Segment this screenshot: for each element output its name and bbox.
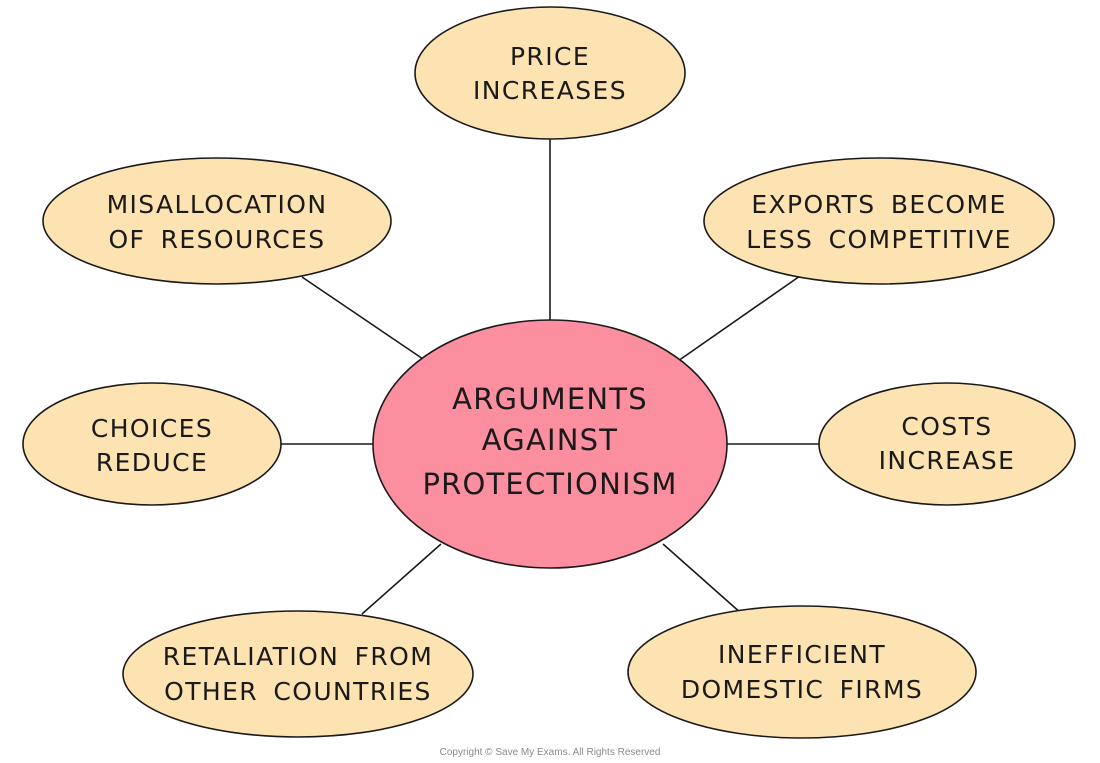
node-choices-reduce-bubble (22, 382, 282, 506)
node-choices-reduce-line-1: CHOICES (91, 414, 213, 443)
node-price-increases: PRICE INCREASES (414, 6, 686, 140)
center-node: ARGUMENTS AGAINST PROTECTIONISM (372, 319, 728, 569)
node-choices-reduce-line-2: REDUCE (96, 448, 208, 477)
connector-inefficient-domestic-firms (662, 543, 743, 615)
connector-retaliation (361, 543, 442, 615)
node-retaliation-line-2: OTHER COUNTRIES (164, 677, 432, 706)
node-misallocation-bubble (42, 157, 392, 285)
node-misallocation: MISALLOCATION OF RESOURCES (42, 157, 392, 285)
center-line-3: PROTECTIONISM (422, 467, 677, 501)
node-exports-less-competitive: EXPORTS BECOME LESS COMPETITIVE (703, 157, 1055, 285)
center-line-1: ARGUMENTS (452, 382, 648, 416)
node-retaliation-line-1: RETALIATION FROM (163, 642, 433, 671)
connectors (280, 139, 820, 615)
node-inefficient-domestic-firms-line-1: INEFFICIENT (718, 640, 886, 669)
connector-exports-less-competitive (677, 275, 801, 362)
node-costs-increase-line-2: INCREASE (879, 446, 1016, 475)
node-price-increases-bubble (414, 6, 686, 140)
node-exports-less-competitive-line-2: LESS COMPETITIVE (746, 225, 1012, 254)
center-line-2: AGAINST (482, 423, 618, 457)
node-costs-increase-line-1: COSTS (901, 412, 992, 441)
connector-misallocation (301, 276, 424, 360)
center-bubble (372, 319, 728, 569)
node-exports-less-competitive-line-1: EXPORTS BECOME (751, 190, 1006, 219)
node-retaliation-bubble (122, 610, 474, 738)
node-retaliation: RETALIATION FROM OTHER COUNTRIES (122, 610, 474, 738)
node-exports-less-competitive-bubble (703, 157, 1055, 285)
node-costs-increase-bubble (818, 382, 1076, 506)
node-inefficient-domestic-firms: INEFFICIENT DOMESTIC FIRMS (627, 605, 977, 739)
node-inefficient-domestic-firms-line-2: DOMESTIC FIRMS (681, 675, 923, 704)
node-inefficient-domestic-firms-bubble (627, 605, 977, 739)
node-price-increases-line-1: PRICE (510, 42, 590, 71)
node-price-increases-line-2: INCREASES (473, 76, 627, 105)
node-choices-reduce: CHOICES REDUCE (22, 382, 282, 506)
node-misallocation-line-2: OF RESOURCES (108, 225, 325, 254)
node-costs-increase: COSTS INCREASE (818, 382, 1076, 506)
copyright-notice: Copyright © Save My Exams. All Rights Re… (440, 747, 661, 758)
node-misallocation-line-1: MISALLOCATION (107, 190, 328, 219)
